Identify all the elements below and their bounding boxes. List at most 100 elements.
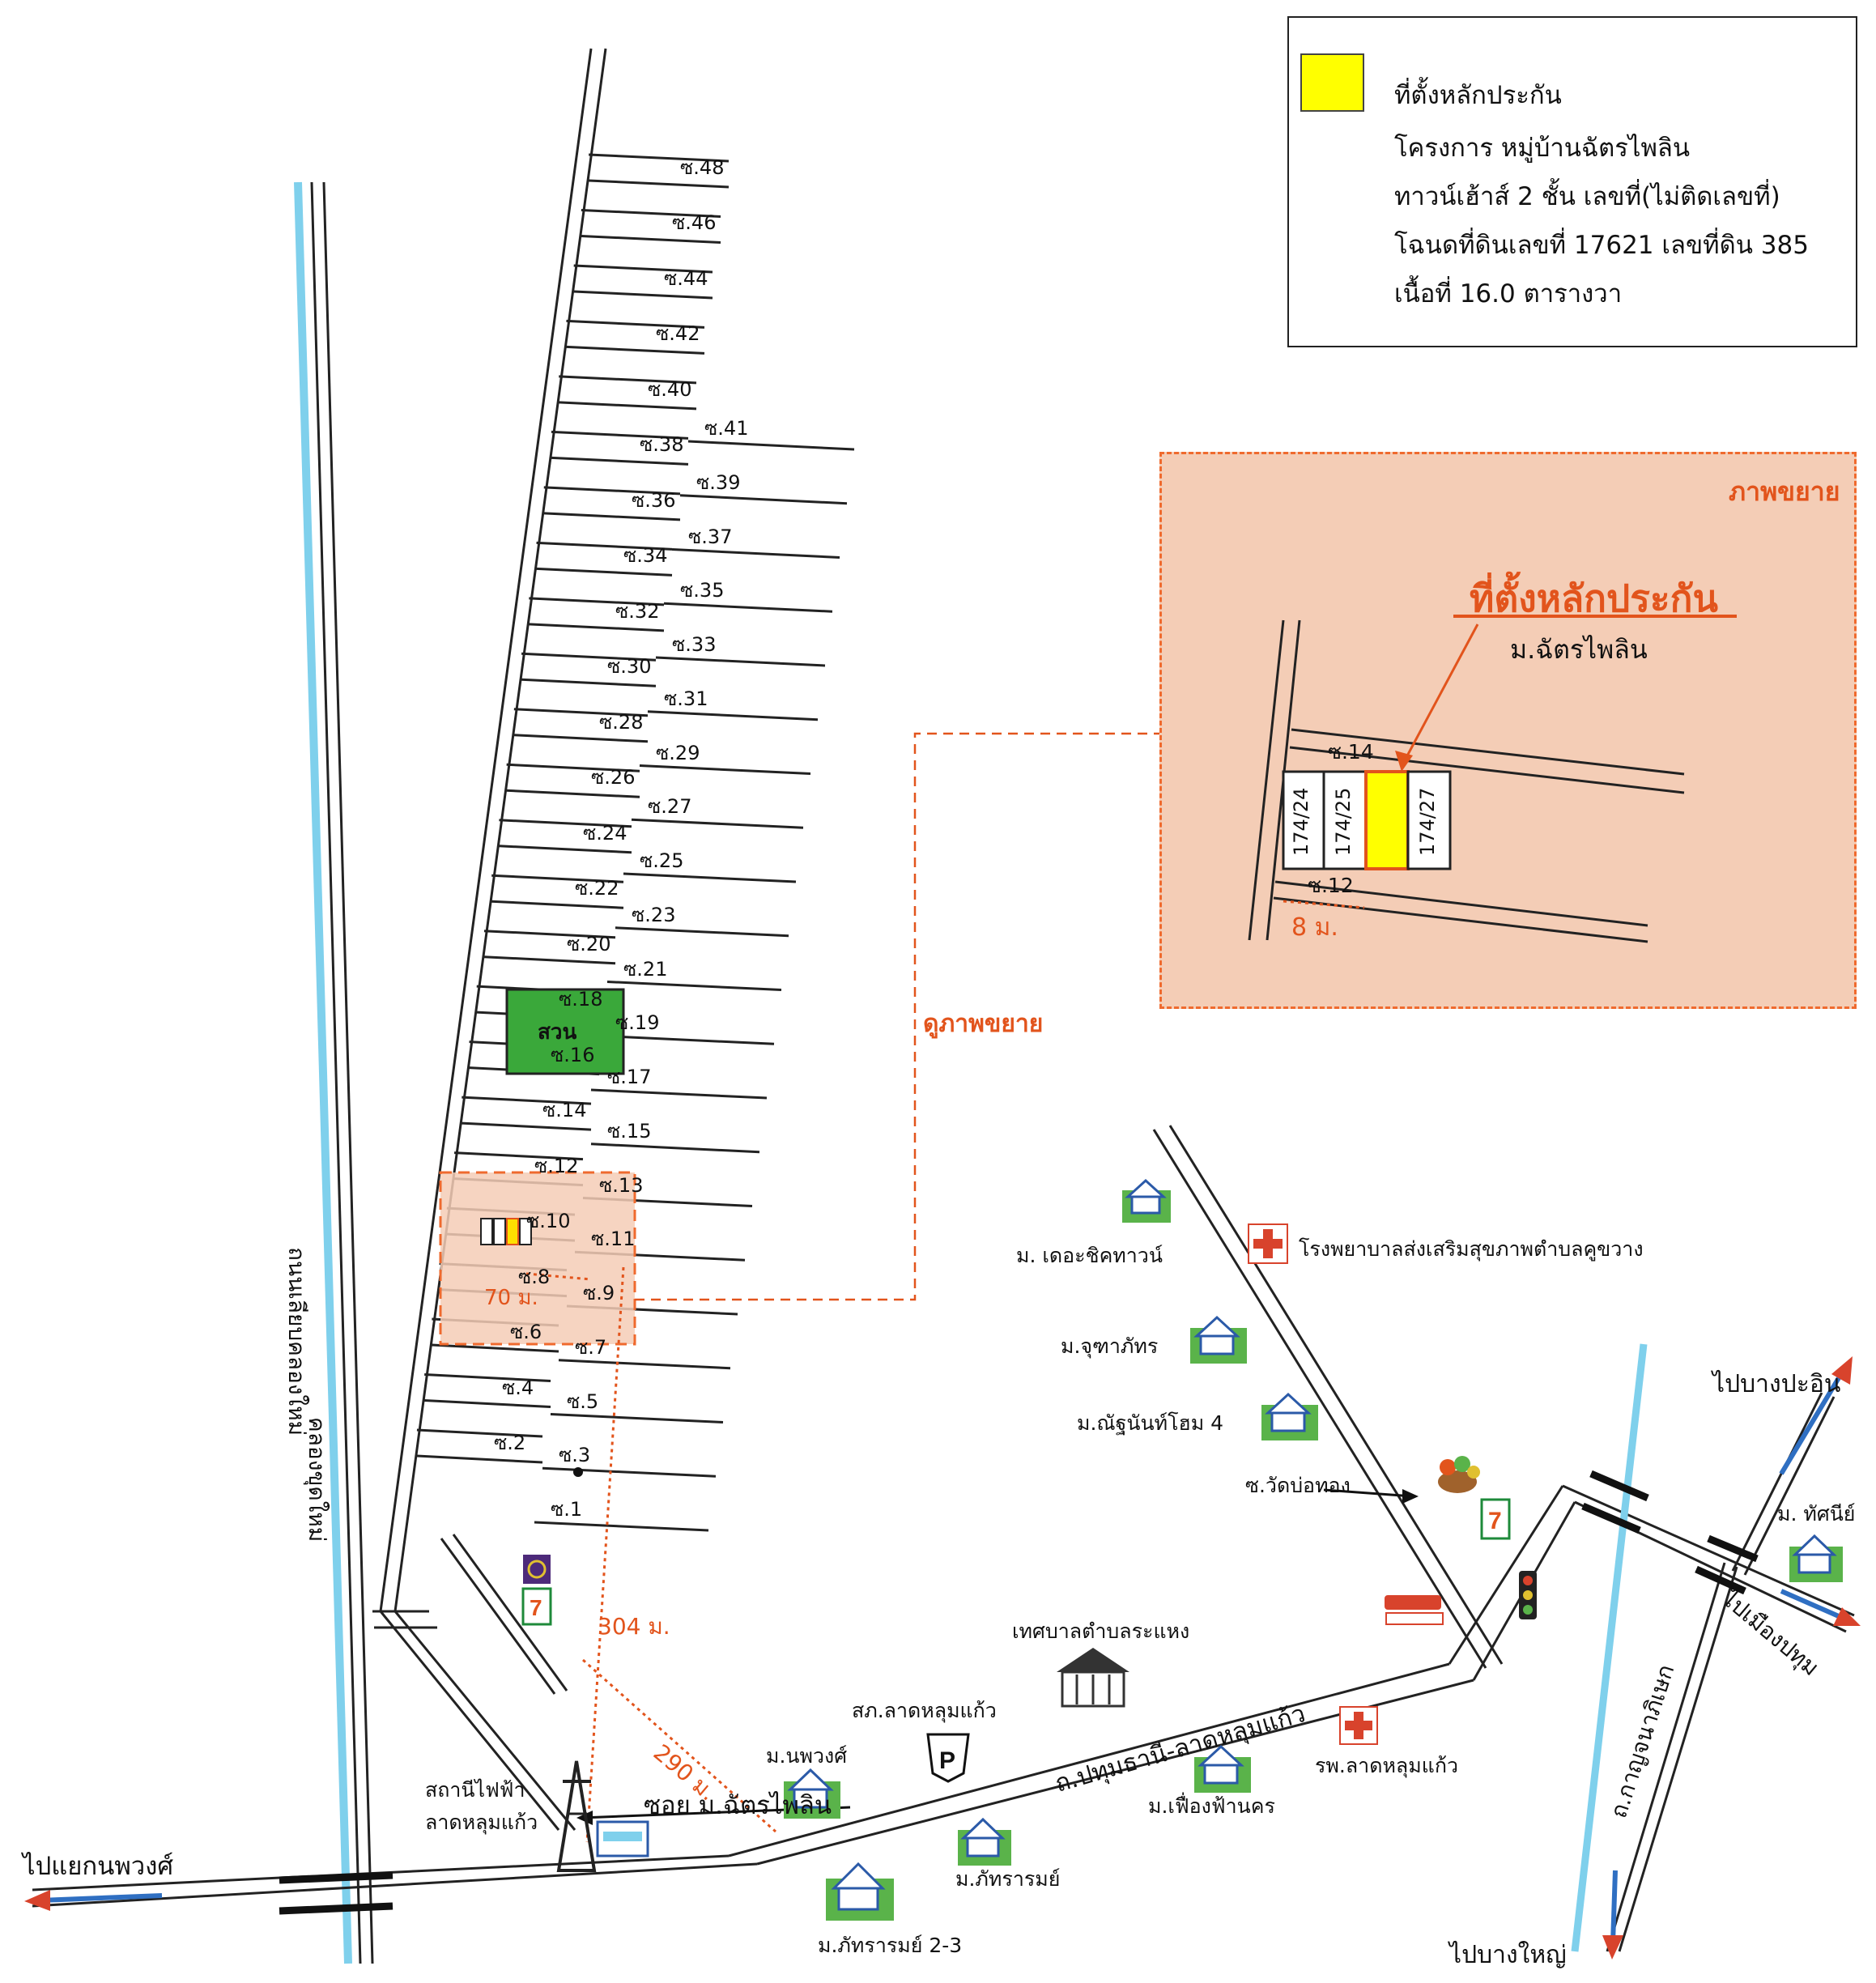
soi-label: ซ.48	[680, 156, 725, 179]
soi-road-line	[663, 602, 833, 613]
legend-line-1: ที่ตั้งหลักประกัน	[1394, 81, 1562, 110]
to-bang-pa-in-road	[1731, 1392, 1823, 1572]
house-icon	[958, 1817, 1011, 1866]
landmark-to-bang-pa-in: ไปบางปะอิน	[1712, 1370, 1841, 1398]
soi-road-line	[687, 440, 855, 451]
landmark-noppawong: ม.นพวงศ์	[766, 1744, 848, 1768]
traffic-light-icon	[1519, 1571, 1537, 1619]
soi-road-line	[513, 708, 649, 717]
spine-road-left	[379, 48, 593, 1612]
soi-road-line	[453, 1151, 584, 1161]
soi-road-line	[655, 656, 826, 667]
soi-label: ซ.10	[526, 1210, 571, 1233]
soi-road-line	[671, 548, 840, 559]
soi-label: ซ.31	[664, 687, 708, 710]
enlarge-link[interactable]: ดูภาพขยาย	[923, 1010, 1044, 1038]
landmark-soi-wat: ซ.วัดบ่อทอง	[1245, 1474, 1351, 1497]
soi-road-line	[573, 264, 713, 274]
landmark-hospital-lat: รพ.ลาดหลุมแก้ว	[1315, 1754, 1459, 1777]
soi-label: ซ.30	[607, 655, 652, 679]
soi-label: ซ.5	[567, 1389, 599, 1413]
soi-label: ซ.17	[607, 1066, 652, 1088]
soi-label: ซ.28	[599, 710, 644, 734]
soi-road-line	[529, 597, 665, 606]
soi-label: ซ.26	[591, 766, 636, 789]
soi-entrance-left	[379, 1611, 560, 1831]
zoom-link-line	[635, 732, 1159, 1301]
main-road-edge-top	[728, 1662, 1450, 1857]
soi-road-line	[543, 512, 681, 521]
zoom-zone-unit-target	[506, 1218, 519, 1245]
soi-label: ซ.3	[559, 1444, 591, 1467]
soi-label: ซ.20	[567, 932, 611, 955]
soi-road-line	[590, 1143, 760, 1154]
soi-road-line	[566, 319, 705, 329]
soi-road-line	[499, 845, 632, 854]
soi-road-line	[542, 1466, 717, 1478]
soi-label: ซ.7	[575, 1335, 607, 1359]
distance-70-label: 70 ม.	[484, 1286, 538, 1310]
soi-road-line	[521, 652, 657, 662]
canal-road-right-edge	[322, 181, 374, 1964]
soi-label: ซ.33	[672, 633, 717, 656]
soi-road-line	[590, 1088, 768, 1100]
soi-label: ซ.13	[599, 1173, 644, 1197]
soi-label: ซ.14	[542, 1099, 587, 1122]
soi-road-line	[598, 1034, 775, 1045]
soi-road-line	[623, 872, 797, 883]
zoom-zone-unit-a	[480, 1218, 493, 1245]
inset-unit-24: 174/24	[1290, 787, 1312, 856]
soi-road-line	[513, 734, 649, 743]
canal-road-label: ถนนเลียบคลองใหม่	[283, 1247, 310, 1436]
soi-label: ซ.11	[591, 1228, 636, 1251]
house-icon	[1190, 1315, 1247, 1364]
soi-road-line	[581, 234, 721, 244]
house-icon	[1789, 1534, 1843, 1582]
soi-road-line	[499, 819, 632, 828]
soi-wat-road-right	[1168, 1125, 1504, 1665]
inset-panel: ภาพขยาย ที่ตั้งหลักประกัน ม.ฉัตรไพลิน ซ.…	[1159, 452, 1857, 1009]
inset-unit-27: 174/27	[1416, 787, 1439, 856]
kanchanaphisek-left	[1606, 1562, 1726, 1952]
soi-label: ซ.1	[551, 1498, 583, 1521]
landmark-to-bang-yai: ไปบางใหญ่	[1449, 1941, 1567, 1969]
landmark-substation-2: ลาดหลุมแก้ว	[425, 1811, 538, 1834]
soi-label: ซ.16	[551, 1043, 595, 1066]
east-canal	[1571, 1343, 1648, 1952]
hospital-cross-icon	[1339, 1706, 1378, 1745]
soi-road-line	[581, 208, 721, 218]
main-road-east-top	[1562, 1484, 1855, 1617]
soi-road-line	[424, 1373, 551, 1383]
arrow-icon	[1602, 1870, 1623, 1960]
soi-road-line	[416, 1454, 543, 1464]
soi-label: ซ.42	[656, 322, 700, 346]
soi-label: ซ.4	[502, 1376, 534, 1399]
arrow-icon	[1779, 1356, 1853, 1475]
soi-road-line	[566, 345, 705, 355]
soi-road-line	[606, 981, 782, 991]
soi-label: ซ.12	[534, 1154, 579, 1177]
soi-road-line	[534, 1521, 709, 1532]
soi-label: ซ.23	[632, 903, 676, 926]
highway-edge-bottom	[32, 1862, 758, 1908]
soi-label: ซ.21	[623, 957, 668, 981]
soi-label: ซ.6	[510, 1321, 542, 1344]
soi-road-line	[536, 567, 673, 577]
soi-entrance-left2	[452, 1534, 568, 1692]
ajinomoto-logo	[1385, 1595, 1444, 1625]
landmark-jutha: ม.จุฑาภัทร	[1061, 1334, 1159, 1358]
police-sign-icon: P	[926, 1733, 970, 1783]
inset-village: ม.ฉัตรไพลิน	[1510, 634, 1648, 665]
soi-label: ซ.35	[680, 579, 725, 602]
house-icon	[1194, 1744, 1251, 1793]
park-area	[505, 988, 625, 1075]
seven-eleven-icon: 7	[521, 1587, 552, 1626]
soi-road-line	[551, 430, 689, 440]
soi-label: ซ.44	[664, 266, 708, 290]
arrow-icon	[24, 1890, 163, 1911]
canal-road-left-edge	[310, 181, 362, 1964]
soi-road-line	[424, 1399, 551, 1409]
inset-heading: ที่ตั้งหลักประกัน	[1470, 577, 1718, 620]
distance-70-marker	[525, 1272, 592, 1281]
svg-text:7: 7	[530, 1595, 542, 1620]
